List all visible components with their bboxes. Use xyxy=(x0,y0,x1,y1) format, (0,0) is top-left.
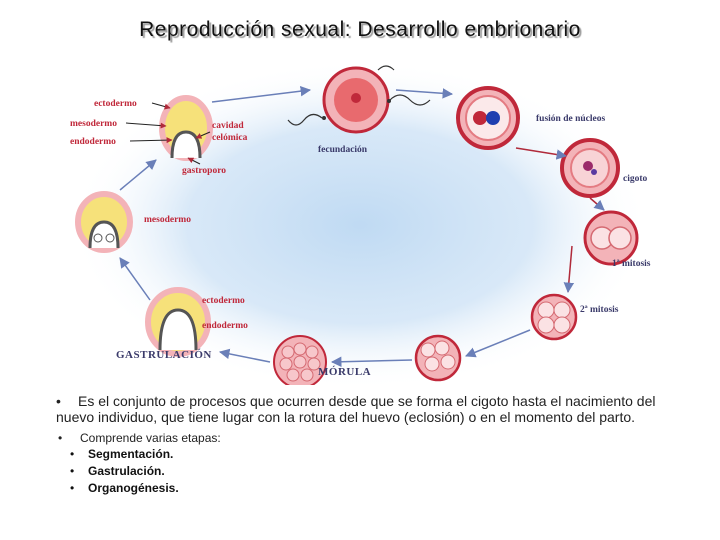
paragraph-bullet: • xyxy=(56,393,61,409)
mesoderm-stage-cell xyxy=(75,191,133,253)
second-mitosis-cell xyxy=(530,293,578,341)
label-cigoto: cigoto xyxy=(623,174,648,184)
stages-list: Segmentación. Gastrulación. Organogénesi… xyxy=(56,446,696,497)
morula-cell xyxy=(273,335,327,389)
fecundation-cell xyxy=(287,65,431,134)
stages-intro: Comprende varias etapas: xyxy=(56,431,696,445)
label-cavidad: cavidad xyxy=(212,121,244,131)
label-mitosis1: 1ª mitosis xyxy=(612,259,651,269)
coelom-embryo-cell xyxy=(159,95,213,161)
stages-intro-list: Comprende varias etapas: xyxy=(56,431,696,445)
label-celomica: celómica xyxy=(212,133,248,143)
first-mitosis-cell xyxy=(583,210,639,266)
label-pointers xyxy=(125,102,211,165)
gastrula-cell xyxy=(145,287,211,357)
definition-paragraph: •Es el conjunto de procesos que ocurren … xyxy=(56,393,696,425)
embryonic-development-diagram: fecundación fusión de núcleos cigoto 1ª … xyxy=(60,60,660,390)
label-morula: MÓRULA xyxy=(318,366,371,378)
diagram-svg: fecundación fusión de núcleos cigoto 1ª … xyxy=(70,60,651,390)
label-gastroporo: gastroporo xyxy=(182,166,226,176)
label-mesodermo-mid: mesodermo xyxy=(144,215,191,225)
label-ectodermo-gastrula: ectodermo xyxy=(202,296,245,306)
cycle-arrows xyxy=(119,85,605,368)
page-title: Reproducción sexual: Desarrollo embriona… xyxy=(139,18,581,41)
label-gastrulacion: GASTRULACIÓN xyxy=(116,349,212,361)
multicell-stage xyxy=(414,334,462,382)
label-fecundacion: fecundación xyxy=(318,145,368,155)
stage-item: Segmentación. xyxy=(56,446,696,463)
stage-item: Gastrulación. xyxy=(56,463,696,480)
zygote-cell xyxy=(560,138,620,198)
nuclei-fusion-cell xyxy=(456,86,520,150)
label-mesodermo-top: mesodermo xyxy=(70,119,117,129)
label-endodermo-top: endodermo xyxy=(70,137,116,147)
description-text: •Es el conjunto de procesos que ocurren … xyxy=(56,393,696,497)
stage-item: Organogénesis. xyxy=(56,480,696,497)
label-mitosis2: 2ª mitosis xyxy=(580,305,619,315)
label-fusion-nucleos: fusión de núcleos xyxy=(536,114,605,124)
label-endodermo-gastrula: endodermo xyxy=(202,321,248,331)
definition-text: Es el conjunto de procesos que ocurren d… xyxy=(56,393,656,425)
label-ectodermo-top: ectodermo xyxy=(94,99,137,109)
